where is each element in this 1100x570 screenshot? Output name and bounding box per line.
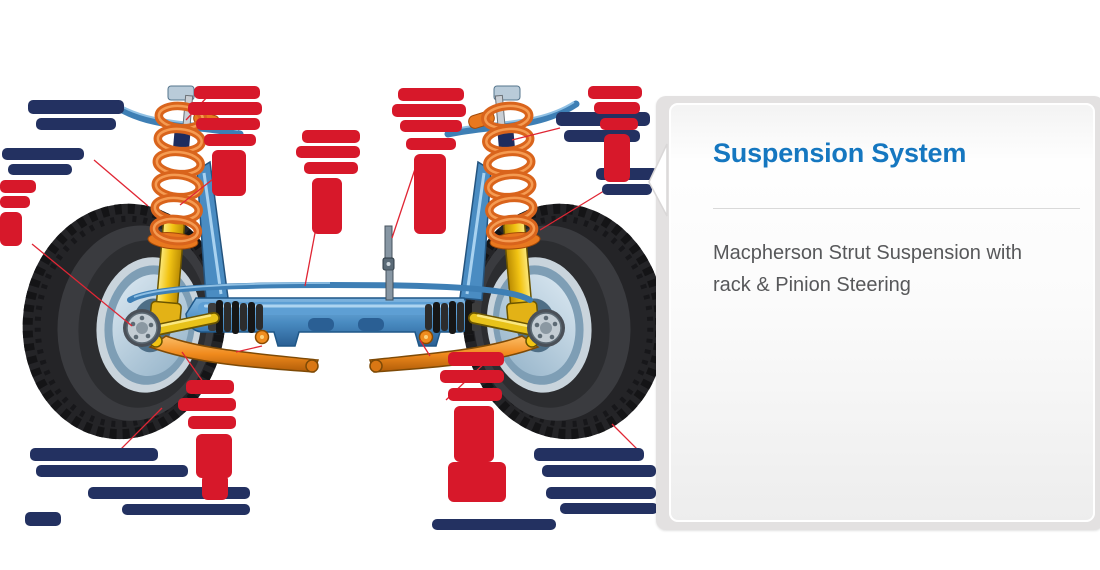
steering-column-stub [382,225,395,301]
card-description: Macpherson Strut Suspension with rack & … [713,242,1023,296]
card-divider [713,208,1080,209]
info-card: Suspension System Macpherson Strut Suspe… [648,96,1100,530]
suspension-illustration [0,0,660,530]
info-card-body: Suspension System Macpherson Strut Suspe… [669,103,1095,522]
stabilizer-bar [127,281,533,303]
part-labels-red [0,86,642,502]
card-pointer-notch [648,143,668,217]
card-title: Suspension System [713,138,967,168]
